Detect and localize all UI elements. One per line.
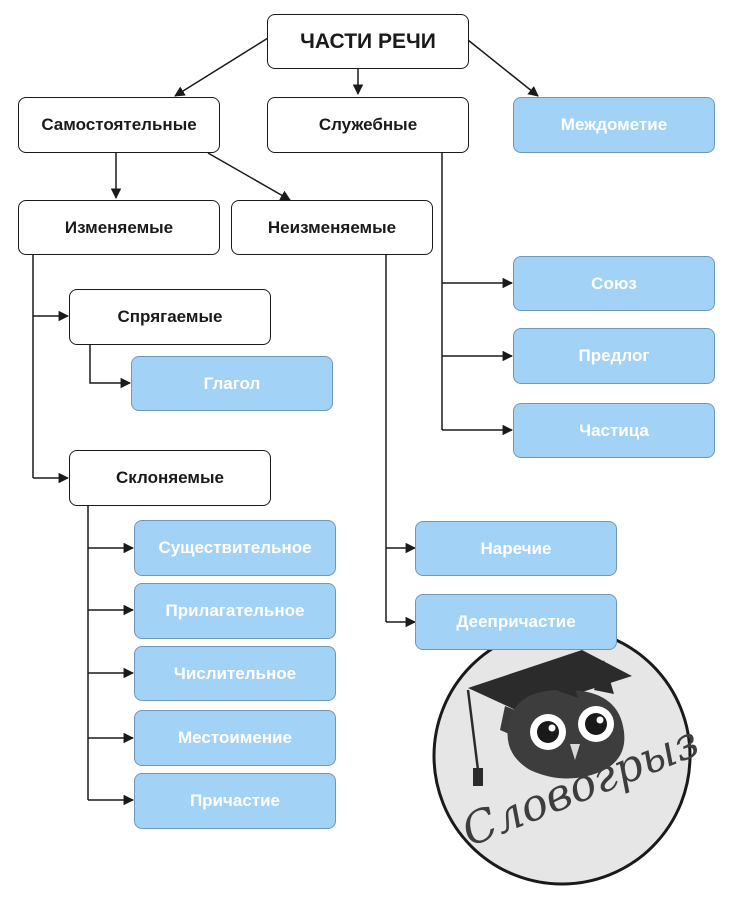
declined-label: Склоняемые (116, 468, 224, 487)
adverb-label: Наречие (480, 538, 552, 558)
participle-label: Причастие (189, 791, 281, 810)
node-interjection: Междометие (513, 97, 715, 153)
node-adjective: Прилагательное (134, 583, 336, 639)
node-independent: Самостоятельные (18, 97, 220, 153)
node-noun: Существительное (134, 520, 336, 576)
node-numeral: Числительное (134, 646, 336, 701)
interjection-label: Междометие (560, 115, 668, 134)
noun-label: Существительное (158, 538, 312, 557)
preposition-label: Предлог (578, 346, 650, 365)
verb-label: Глагол (203, 373, 261, 393)
node-verb: Глагол (131, 356, 333, 411)
node-particle: Частица (513, 403, 715, 458)
node-preposition: Предлог (513, 328, 715, 384)
numeral-label: Числительное (173, 663, 297, 683)
node-declined: Склоняемые (69, 450, 271, 506)
conjugated-label: Спрягаемые (117, 307, 223, 326)
changeable-label: Изменяемые (64, 217, 174, 237)
pronoun-label: Местоимение (178, 728, 292, 747)
node-participle: Причастие (134, 773, 336, 829)
owl-icon (466, 650, 632, 786)
node-conjunction: Союз (513, 256, 715, 311)
adjective-label: Прилагательное (165, 601, 305, 620)
root-label: ЧАСТИ РЕЧИ (300, 29, 436, 53)
independent-label: Самостоятельные (41, 115, 197, 134)
gerund-label: Деепричастие (456, 612, 576, 631)
root-node: ЧАСТИ РЕЧИ (267, 14, 469, 69)
node-changeable: Изменяемые (18, 200, 220, 255)
node-gerund: Деепричастие (415, 594, 617, 650)
node-pronoun: Местоимение (134, 710, 336, 766)
conjunction-label: Союз (591, 273, 637, 293)
auxiliary-label: Служебные (318, 115, 418, 134)
node-auxiliary: Служебные (267, 97, 469, 153)
particle-label: Частица (579, 420, 649, 440)
unchangeable-label: Неизменяемые (267, 217, 397, 237)
node-conjugated: Спрягаемые (69, 289, 271, 345)
node-unchangeable: Неизменяемые (231, 200, 433, 255)
node-adverb: Наречие (415, 521, 617, 576)
